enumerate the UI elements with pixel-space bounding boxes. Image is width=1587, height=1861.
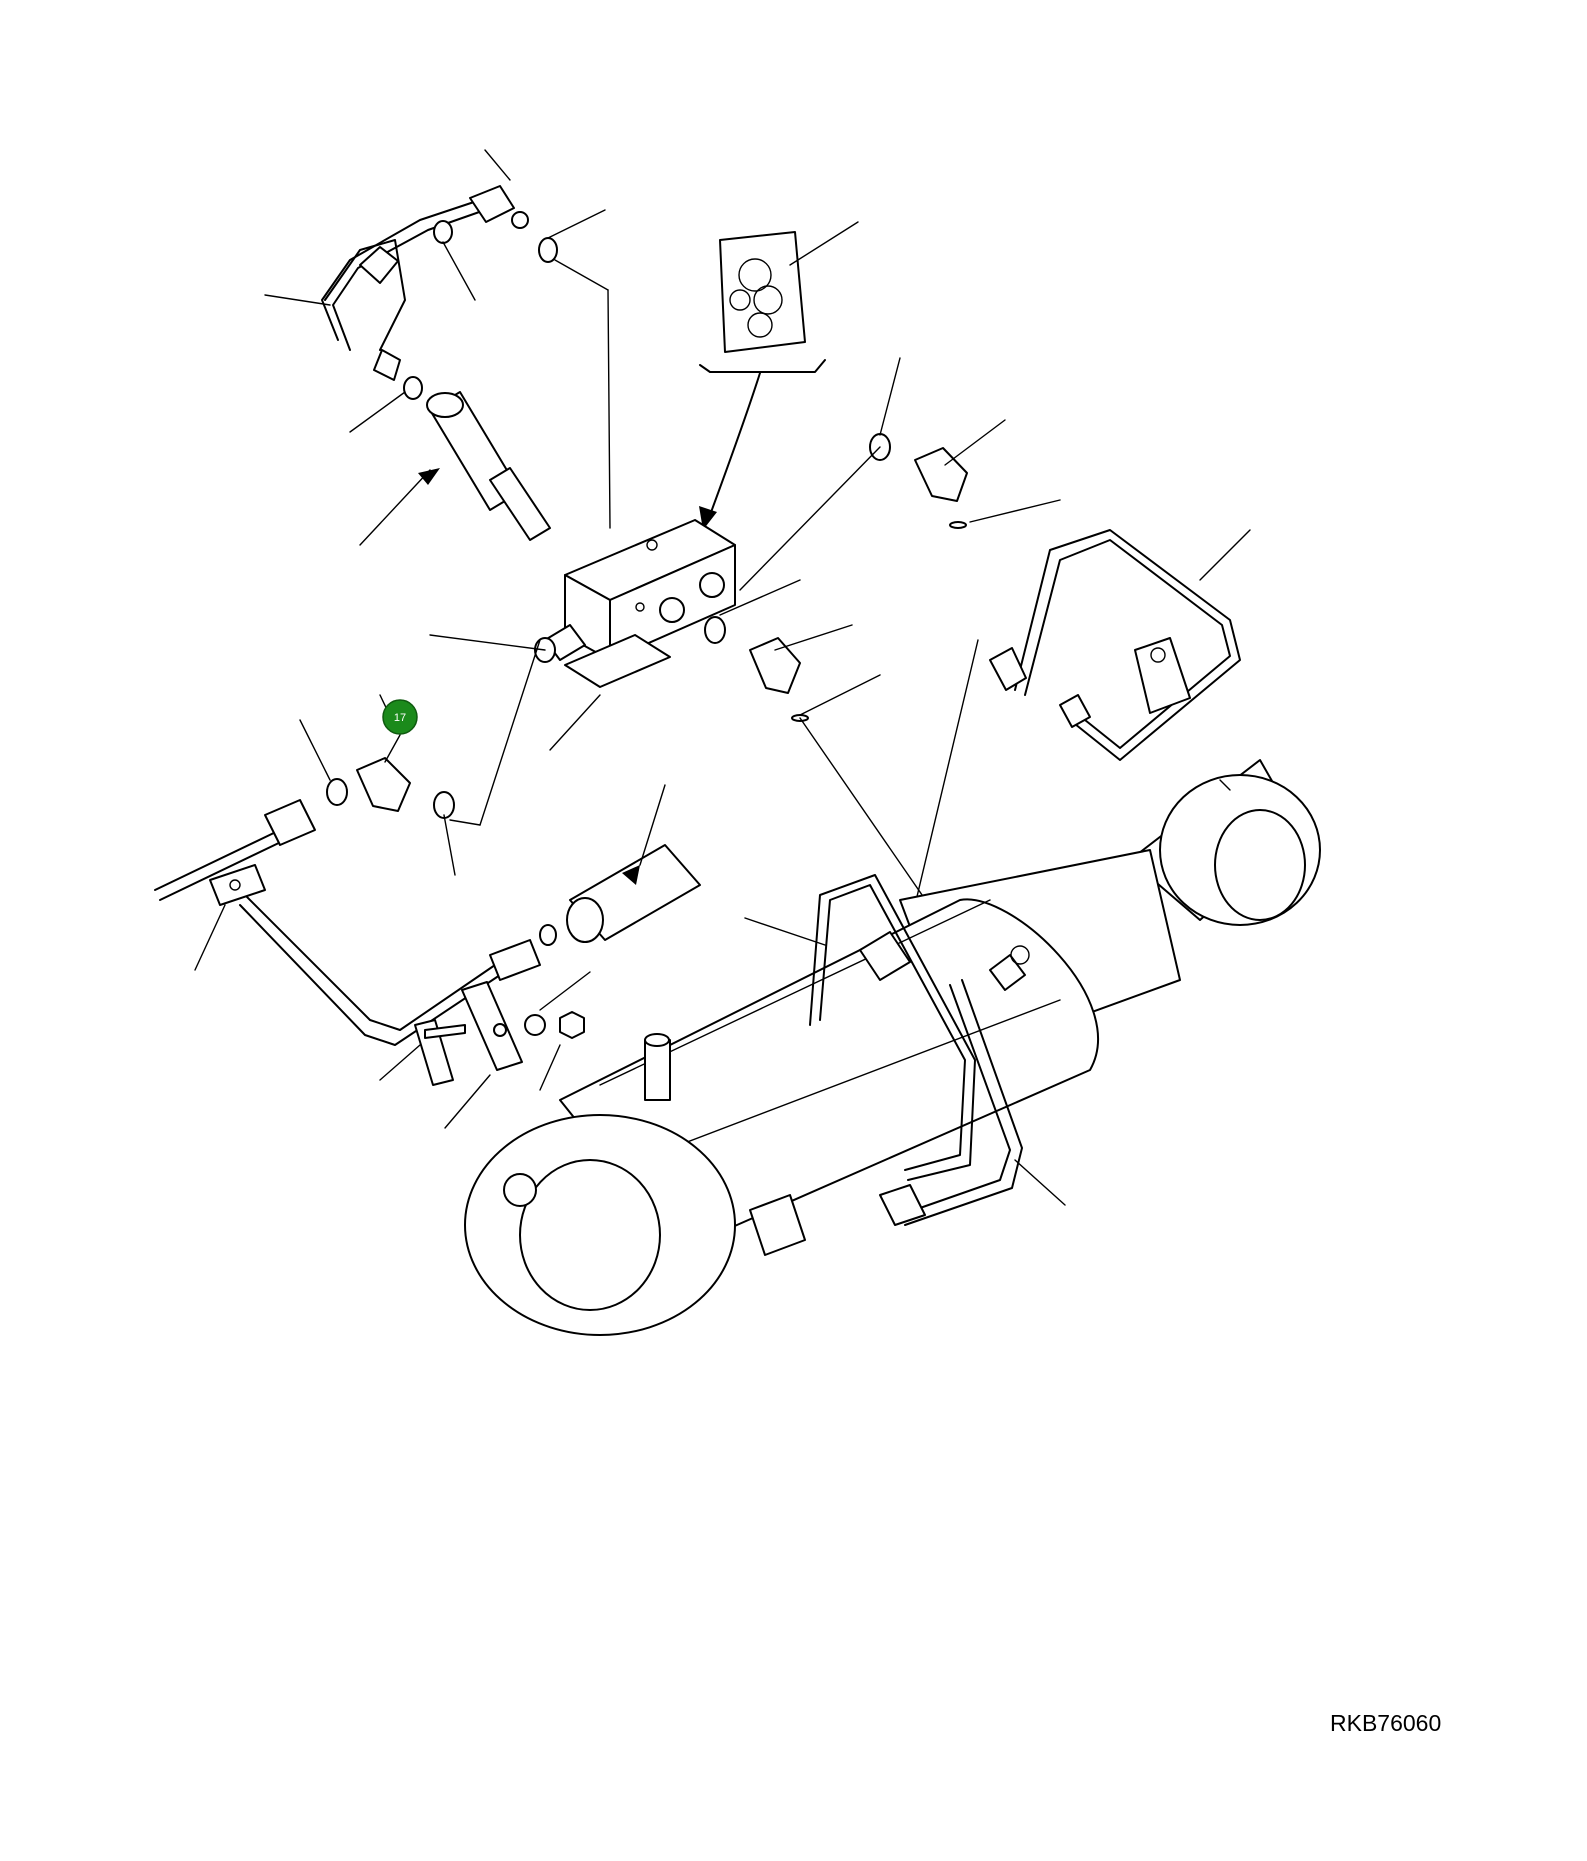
upper-left-pipe-assembly	[264, 149, 606, 433]
right-bent-pipe	[989, 529, 1251, 761]
callout-circle[interactable]	[382, 699, 418, 735]
callout-badge-17[interactable]: 17	[382, 699, 418, 735]
center-fittings	[704, 579, 979, 951]
valve-block	[429, 259, 736, 751]
clamp-hardware	[379, 971, 591, 1129]
quick-coupler-upper	[359, 391, 551, 546]
left-fittings	[299, 639, 541, 876]
left-pipe-assembly	[154, 799, 541, 1046]
drawing-code: RKB76060	[1330, 1710, 1441, 1736]
callout-label: 17	[394, 712, 406, 724]
seal-kit-bag	[699, 221, 859, 530]
right-upper-fittings	[739, 357, 1061, 591]
hydraulic-cylinder	[464, 759, 1321, 1336]
quick-coupler-lower	[539, 784, 701, 946]
